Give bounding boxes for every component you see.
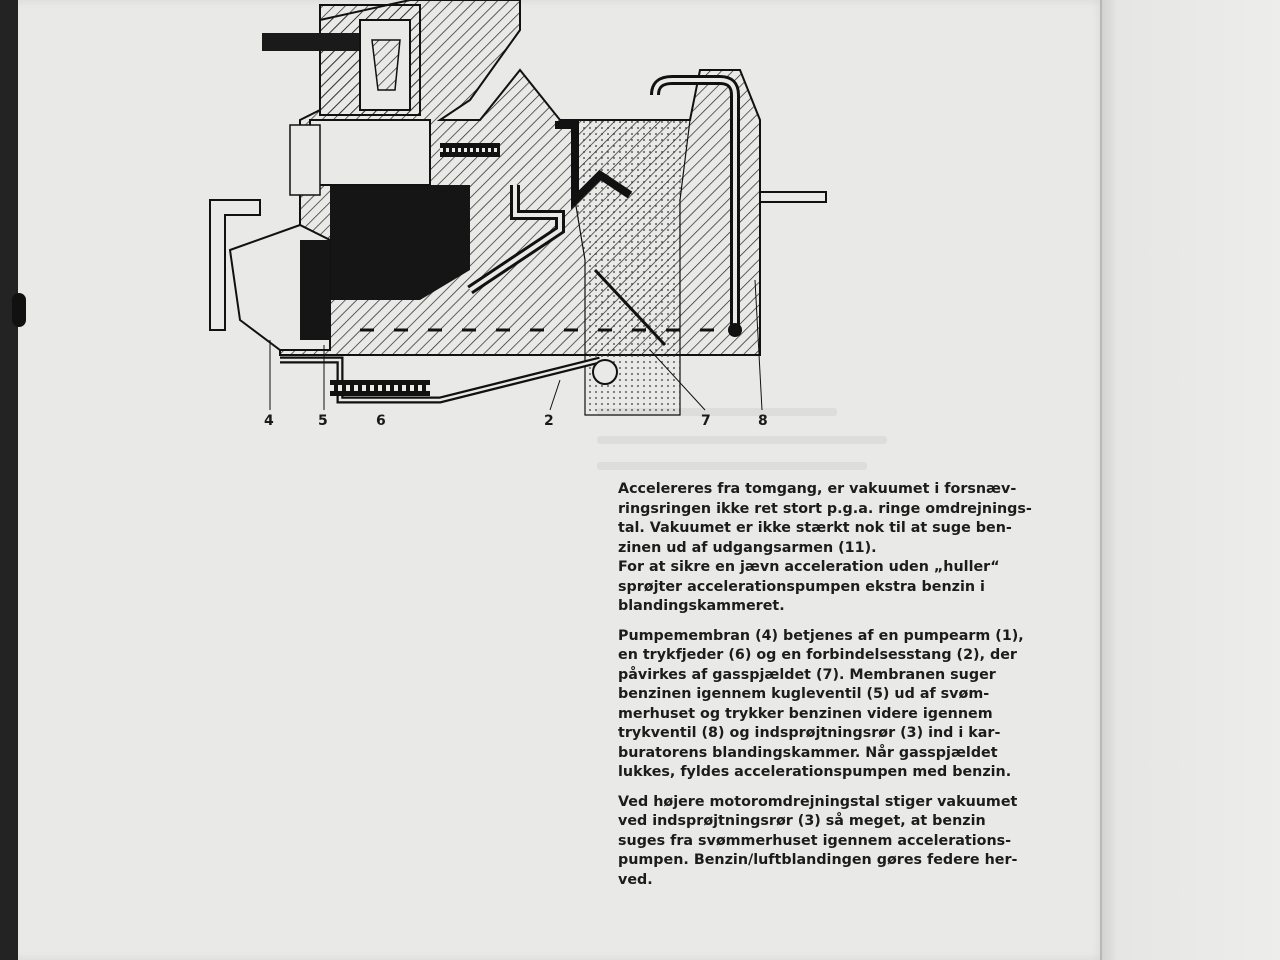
text-line: buratorens blandingskammer. Når gasspjæl… <box>618 744 998 761</box>
paragraph: Pumpemembran (4) betjenes af en pumpearm… <box>618 627 1030 783</box>
text-line: For at sikre en jævn acceleration uden „… <box>618 559 1000 575</box>
text-line: suges fra svømmerhuset igennem accelerat… <box>618 832 1012 849</box>
paragraph: Accelereres fra tomgang, er vakuumet i f… <box>618 480 1032 617</box>
text-line: merhuset og trykker benzinen videre igen… <box>618 705 993 722</box>
text-line: påvirkes af gasspjældet (7). Membranen s… <box>618 666 996 683</box>
carburetor-diagram <box>209 0 827 416</box>
callout-number: 7 <box>701 413 711 429</box>
callout-number: 5 <box>318 413 328 429</box>
text-line: ved. <box>618 871 653 888</box>
text-line: Ved højere motoromdrejningstal stiger va… <box>618 793 1018 810</box>
text-line: sprøjter accelerationspumpen ekstra benz… <box>618 578 985 595</box>
show-through-text <box>597 436 887 444</box>
callout-number: 8 <box>758 413 768 429</box>
carburetor-body <box>209 0 827 416</box>
show-through-text <box>597 462 867 470</box>
text-line: zinen ud af udgangsarmen (11). <box>618 539 877 556</box>
table-surface-right <box>1100 0 1280 960</box>
binder-hole <box>12 293 26 327</box>
page-edge <box>1100 0 1102 960</box>
text-line: en trykfjeder (6) og en forbindelsesstan… <box>618 647 1017 663</box>
text-line: blandingskammeret. <box>618 598 785 614</box>
text-line: benzinen igennem kugleventil (5) ud af s… <box>618 686 990 702</box>
table-surface-left <box>0 0 20 960</box>
body-text: Accelereres fra tomgang, er vakuumet i f… <box>618 480 1032 900</box>
text-line: trykventil (8) og indsprøjtningsrør (3) … <box>618 725 1001 741</box>
text-line: tal. Vakuumet er ikke stærkt nok til at … <box>618 520 1012 536</box>
text-line: ved indsprøjtningsrør (3) så meget, at b… <box>618 813 986 829</box>
callout-number: 2 <box>544 413 554 429</box>
text-line: Accelereres fra tomgang, er vakuumet i f… <box>618 481 1017 497</box>
text-line: Pumpemembran (4) betjenes af en pumpearm… <box>618 627 1024 644</box>
paragraph: Ved højere motoromdrejningstal stiger va… <box>618 793 1030 891</box>
text-line: ringsringen ikke ret stort p.g.a. ringe … <box>618 500 1032 517</box>
text-line: pumpen. Benzin/luftblandingen gøres fede… <box>618 852 1018 868</box>
show-through-text <box>597 408 837 416</box>
text-line: lukkes, fyldes accelerationspumpen med b… <box>618 764 1012 780</box>
callout-number: 4 <box>264 413 274 429</box>
callout-number: 6 <box>376 413 386 429</box>
